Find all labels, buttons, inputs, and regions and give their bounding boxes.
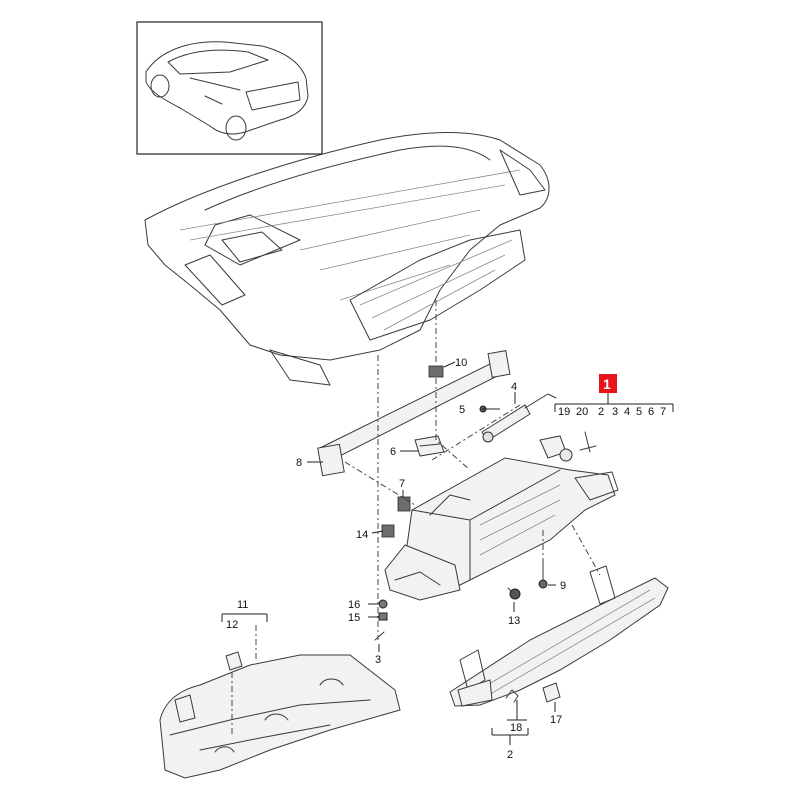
dashboard-assembly bbox=[144, 132, 550, 386]
nut-part-16 bbox=[378, 599, 388, 609]
glovebox-housing bbox=[384, 457, 619, 601]
subcallout-4: 4 bbox=[624, 406, 630, 418]
pin-part-3 bbox=[374, 631, 385, 641]
subcallout-6: 6 bbox=[648, 406, 654, 418]
bracket-part-6 bbox=[414, 435, 445, 457]
callout-1: 1 bbox=[603, 376, 611, 392]
callout-8: 8 bbox=[296, 457, 302, 469]
subcallout-5: 5 bbox=[636, 406, 642, 418]
vehicle-inset bbox=[136, 21, 323, 155]
subcallout-19: 19 bbox=[558, 406, 570, 418]
bumper-part-17 bbox=[542, 682, 561, 703]
lower-trim-panel-11 bbox=[159, 654, 401, 779]
callout-6: 6 bbox=[390, 446, 396, 458]
callout-labels: 1 2 3 4 5 6 7 8 9 10 11 12 13 14 15 16 1… bbox=[226, 357, 611, 761]
callout-15: 15 bbox=[348, 612, 360, 624]
callout-5: 5 bbox=[459, 404, 465, 416]
clip-part-10 bbox=[428, 365, 444, 378]
callout-11: 11 bbox=[237, 599, 248, 611]
callout-12: 12 bbox=[226, 619, 238, 631]
subcallout-20: 20 bbox=[576, 406, 588, 418]
screw-part-13 bbox=[507, 587, 521, 600]
glovebox-lid-2 bbox=[449, 565, 669, 707]
screw-part-9 bbox=[538, 559, 548, 589]
callout-17: 17 bbox=[550, 714, 562, 726]
spring-part-18 bbox=[505, 689, 519, 703]
subcallout-3: 3 bbox=[612, 406, 618, 418]
glovebox-damper-4 bbox=[481, 393, 557, 443]
latch-part-7 bbox=[397, 496, 411, 512]
clip-part-14 bbox=[381, 524, 395, 538]
callout-2: 2 bbox=[507, 749, 513, 761]
callout-13: 13 bbox=[508, 615, 520, 627]
nut-part-15 bbox=[378, 612, 388, 621]
leader-lines bbox=[221, 361, 674, 745]
car-silhouette bbox=[145, 41, 309, 141]
callout-9: 9 bbox=[560, 580, 566, 592]
subcallout-7: 7 bbox=[660, 406, 666, 418]
callout-4: 4 bbox=[511, 381, 517, 393]
highlight-badge-1 bbox=[599, 374, 617, 393]
callout-10: 10 bbox=[455, 357, 467, 369]
callout-16: 16 bbox=[348, 599, 360, 611]
callout-18: 18 bbox=[510, 722, 522, 734]
assembly-lines bbox=[231, 300, 601, 735]
cross-member-bar bbox=[317, 350, 511, 477]
callout-7: 7 bbox=[399, 478, 405, 490]
callout-14: 14 bbox=[356, 529, 368, 541]
callout-3: 3 bbox=[375, 654, 381, 666]
subcallout-labels: 19 20 2 3 4 5 6 7 bbox=[558, 406, 666, 418]
subcallout-2: 2 bbox=[598, 406, 604, 418]
clip-part-12 bbox=[225, 651, 243, 671]
lock-cylinder-group bbox=[539, 431, 597, 462]
